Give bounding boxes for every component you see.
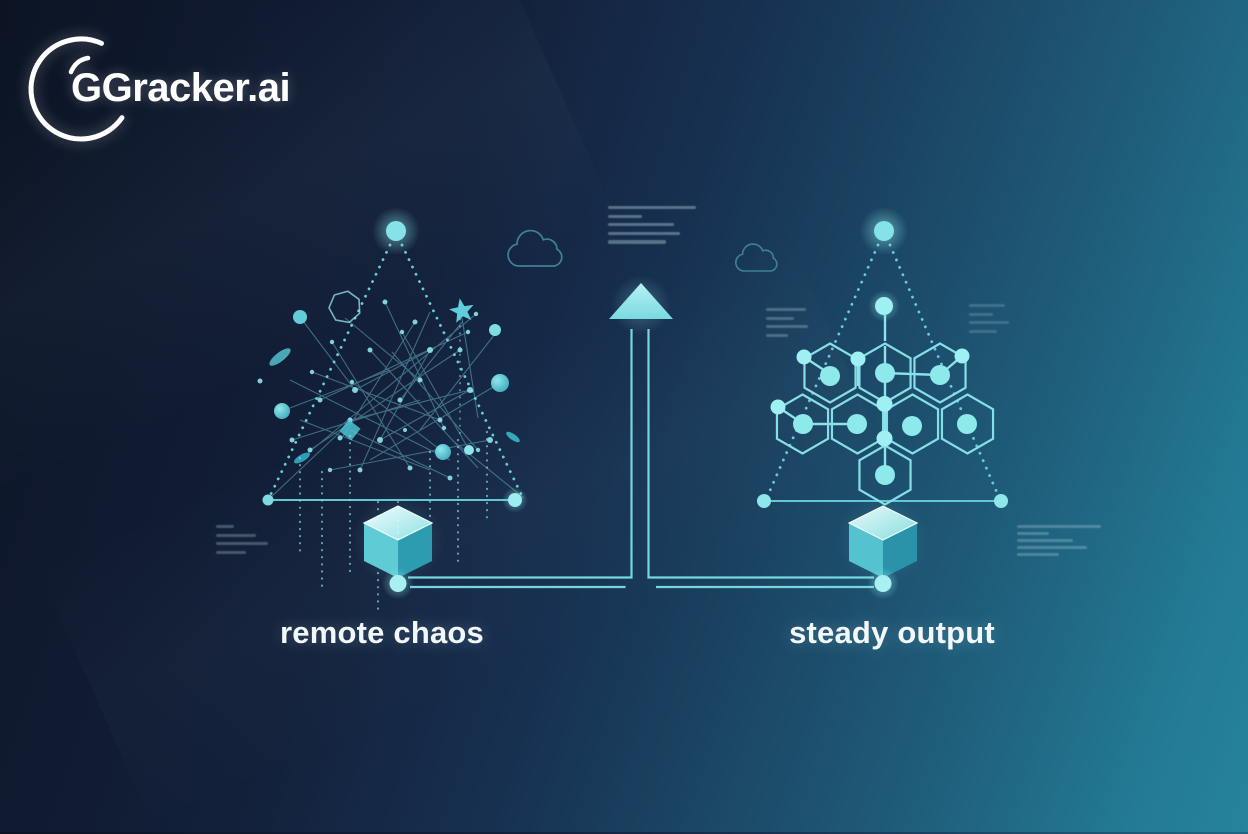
crescent-circle-icon — [28, 36, 134, 142]
text-smudge — [766, 308, 808, 342]
connector-rails — [408, 329, 874, 589]
text-smudge — [969, 304, 1009, 338]
order-apex-node — [874, 221, 894, 241]
dot-icon — [491, 374, 509, 392]
hex-dots — [793, 363, 977, 485]
dot-icon — [464, 445, 474, 455]
star-icon — [449, 298, 474, 323]
chaos-shapes — [269, 290, 520, 464]
logo-accent-leaf-icon — [68, 55, 91, 75]
text-smudge — [608, 206, 696, 249]
logo-text: GGracker.ai — [71, 66, 291, 110]
cube-node-right — [874, 575, 892, 592]
chaos-web-dots — [257, 299, 493, 481]
chaos-web-lines — [267, 301, 525, 501]
order-triangle-group — [757, 207, 1008, 508]
hex-cell — [858, 444, 912, 506]
cube-node-left — [389, 575, 407, 592]
chaos-drip-lines — [298, 303, 489, 614]
chaos-baseline-node-left — [262, 494, 274, 506]
order-baseline-node-left — [757, 494, 771, 508]
cloud-icon-left — [507, 229, 563, 267]
dot-icon — [435, 444, 451, 460]
rail-right-top — [647, 329, 874, 579]
dot-icon — [293, 310, 307, 324]
text-smudge — [216, 525, 268, 559]
heptagon-icon — [328, 290, 361, 324]
chaos-dotted-edges — [269, 243, 523, 496]
dot-icon — [274, 403, 290, 419]
leaf-icon — [506, 431, 520, 443]
hex-cell — [940, 393, 995, 455]
chaos-baseline-node-right — [508, 493, 522, 507]
cube-icon-right — [837, 494, 929, 600]
dot-icon — [489, 324, 501, 336]
square-icon — [339, 419, 361, 441]
logo-mark-icon — [28, 36, 134, 142]
leaf-icon — [294, 452, 310, 464]
logo: GGracker.ai — [0, 0, 430, 175]
text-smudge — [1017, 525, 1101, 560]
arrow-up-icon — [609, 275, 673, 335]
chaos-apex-node — [386, 221, 406, 241]
hex-outer-nodes — [770, 290, 970, 447]
label-steady-output: steady output — [789, 615, 995, 650]
label-remote-chaos: remote chaos — [280, 615, 484, 650]
leaf-icon — [269, 348, 291, 366]
cloud-icon-right — [735, 243, 778, 272]
order-baseline-node-right — [994, 494, 1008, 508]
cube-icon-left — [352, 494, 444, 600]
chaos-triangle-group — [257, 207, 528, 614]
rail-left-top — [408, 329, 633, 579]
